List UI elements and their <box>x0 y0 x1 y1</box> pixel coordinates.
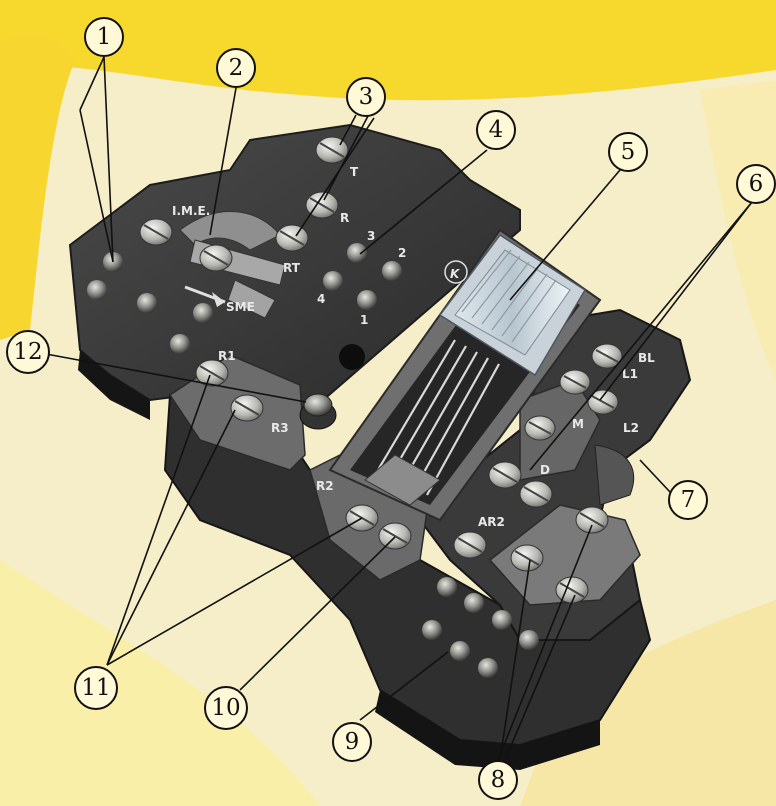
callout-7-label: 7 <box>681 487 696 513</box>
label-n2: 2 <box>398 246 406 260</box>
label-ar2: AR2 <box>478 515 505 529</box>
socket-hole <box>323 271 343 291</box>
callout-10-label: 10 <box>211 695 240 721</box>
socket-hole <box>193 303 213 323</box>
terminal-screw <box>520 481 552 507</box>
socket-hole <box>450 641 470 661</box>
label-m: M <box>572 417 584 431</box>
terminal-screw <box>231 395 263 421</box>
terminal-screw <box>200 245 232 271</box>
callout-3: 3 <box>347 78 385 116</box>
socket-hole <box>170 334 190 354</box>
terminal-screw <box>140 219 172 245</box>
socket-hole <box>347 243 367 263</box>
adjustment-knob <box>300 394 336 429</box>
terminal-screw <box>454 532 486 558</box>
socket-hole <box>492 610 512 630</box>
label-l2: L2 <box>623 421 639 435</box>
label-r1: R1 <box>218 349 236 363</box>
callout-12: 12 <box>7 331 49 373</box>
callout-4: 4 <box>477 111 515 149</box>
callout-8-label: 8 <box>491 767 506 793</box>
socket-hole <box>357 290 377 310</box>
callout-6-label: 6 <box>749 171 764 197</box>
label-r2: R2 <box>316 479 334 493</box>
terminal-screw <box>576 507 608 533</box>
socket-hole <box>382 261 402 281</box>
socket-hole <box>478 658 498 678</box>
label-rt: RT <box>283 261 301 275</box>
terminal-screw <box>560 370 590 394</box>
label-n1: 1 <box>360 313 368 327</box>
socket-hole <box>422 620 442 640</box>
callout-5: 5 <box>609 133 647 171</box>
label-bl: BL <box>638 351 655 365</box>
label-t: T <box>350 165 359 179</box>
socket-hole <box>87 280 107 300</box>
terminal-screw <box>556 577 588 603</box>
callout-1: 1 <box>85 18 123 56</box>
callout-2-label: 2 <box>229 55 244 81</box>
label-r: R <box>340 211 349 225</box>
callout-10: 10 <box>205 687 247 729</box>
callout-9-label: 9 <box>345 729 360 755</box>
label-r3: R3 <box>271 421 289 435</box>
label-n4: 4 <box>317 292 325 306</box>
label-ime: I.M.E. <box>172 204 210 218</box>
terminal-screw <box>511 545 543 571</box>
callout-7: 7 <box>669 481 707 519</box>
callout-5-label: 5 <box>621 139 636 165</box>
terminal-screw <box>525 416 555 440</box>
callout-4-label: 4 <box>489 117 504 143</box>
socket-hole <box>519 630 539 650</box>
terminal-screw <box>489 462 521 488</box>
label-n3: 3 <box>367 229 375 243</box>
terminal-screw <box>316 137 348 163</box>
callout-2: 2 <box>217 49 255 87</box>
callout-11-label: 11 <box>81 675 110 701</box>
callout-3-label: 3 <box>359 84 374 110</box>
label-d: D <box>540 463 550 477</box>
callout-12-label: 12 <box>13 339 42 365</box>
socket-hole <box>464 593 484 613</box>
label-sme: SME <box>226 300 255 314</box>
socket-hole <box>437 577 457 597</box>
terminal-screw <box>379 523 411 549</box>
callout-11: 11 <box>75 667 117 709</box>
callout-9: 9 <box>333 723 371 761</box>
callout-8: 8 <box>479 761 517 799</box>
callout-6: 6 <box>737 165 775 203</box>
callout-1-label: 1 <box>97 24 112 50</box>
socket-hole <box>137 293 157 313</box>
terminal-screw <box>276 225 308 251</box>
